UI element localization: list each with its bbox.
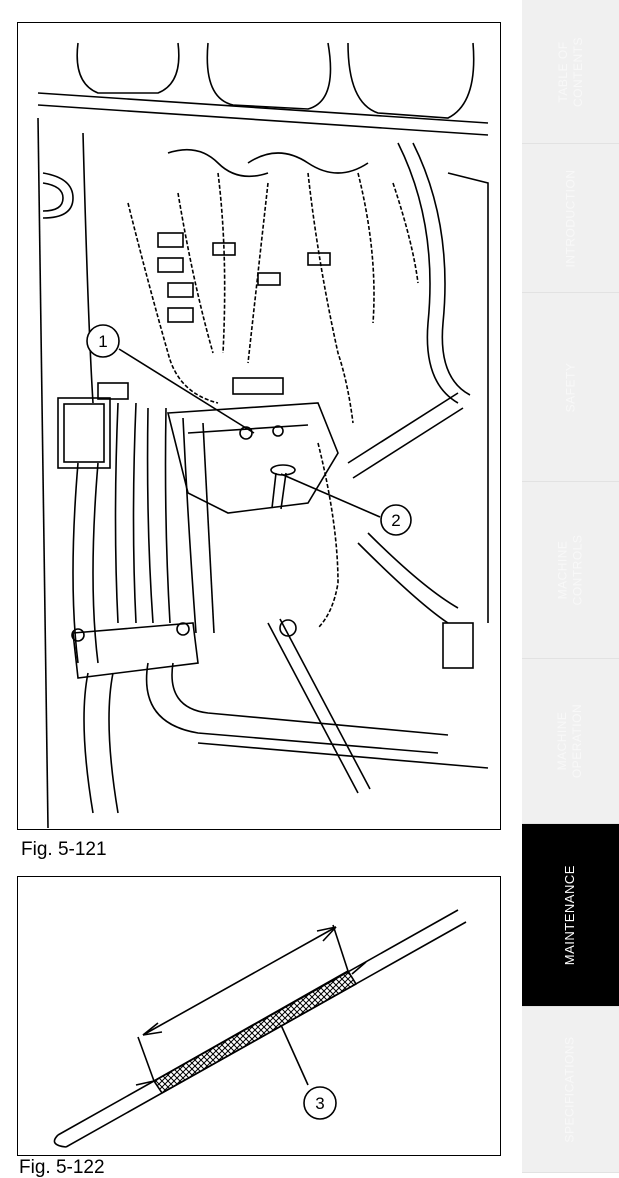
- figure-5-121: 1 2: [17, 22, 501, 830]
- tab-label: MACHINE: [555, 711, 570, 771]
- tab-label: MAINTENANCE: [562, 864, 578, 966]
- tab-label: OPERATION: [570, 703, 585, 779]
- tab-table-of-contents[interactable]: TABLE OF CONTENTS: [522, 0, 619, 144]
- figure-caption: Fig. 5-122: [19, 1157, 105, 1178]
- callout-3: 3: [315, 1094, 324, 1113]
- tab-safety[interactable]: SAFETY: [522, 293, 619, 482]
- tab-label: INTRODUCTION: [563, 169, 577, 267]
- figure-5-122: 3: [17, 876, 501, 1156]
- callout-2: 2: [391, 511, 400, 530]
- tab-label: SAFETY: [563, 362, 577, 412]
- dipstick-diagram: 3: [53, 909, 467, 1148]
- callout-1: 1: [98, 332, 107, 351]
- tab-specifications[interactable]: SPECIFICATIONS: [522, 1007, 619, 1173]
- tab-maintenance[interactable]: MAINTENANCE: [522, 824, 619, 1007]
- engine-hose-illustration: 1 2: [37, 42, 489, 829]
- tab-machine-controls[interactable]: MACHINE CONTROLS: [522, 482, 619, 659]
- tab-label: MACHINE: [555, 540, 570, 600]
- tab-label: CONTROLS: [570, 534, 585, 606]
- figure-caption: Fig. 5-121: [21, 839, 107, 860]
- tab-label: TABLE OF: [555, 40, 570, 103]
- tab-label: CONTENTS: [570, 36, 585, 107]
- tab-label: SPECIFICATIONS: [563, 1036, 577, 1143]
- tab-machine-operation[interactable]: MACHINE OPERATION: [522, 659, 619, 824]
- tab-introduction[interactable]: INTRODUCTION: [522, 144, 619, 293]
